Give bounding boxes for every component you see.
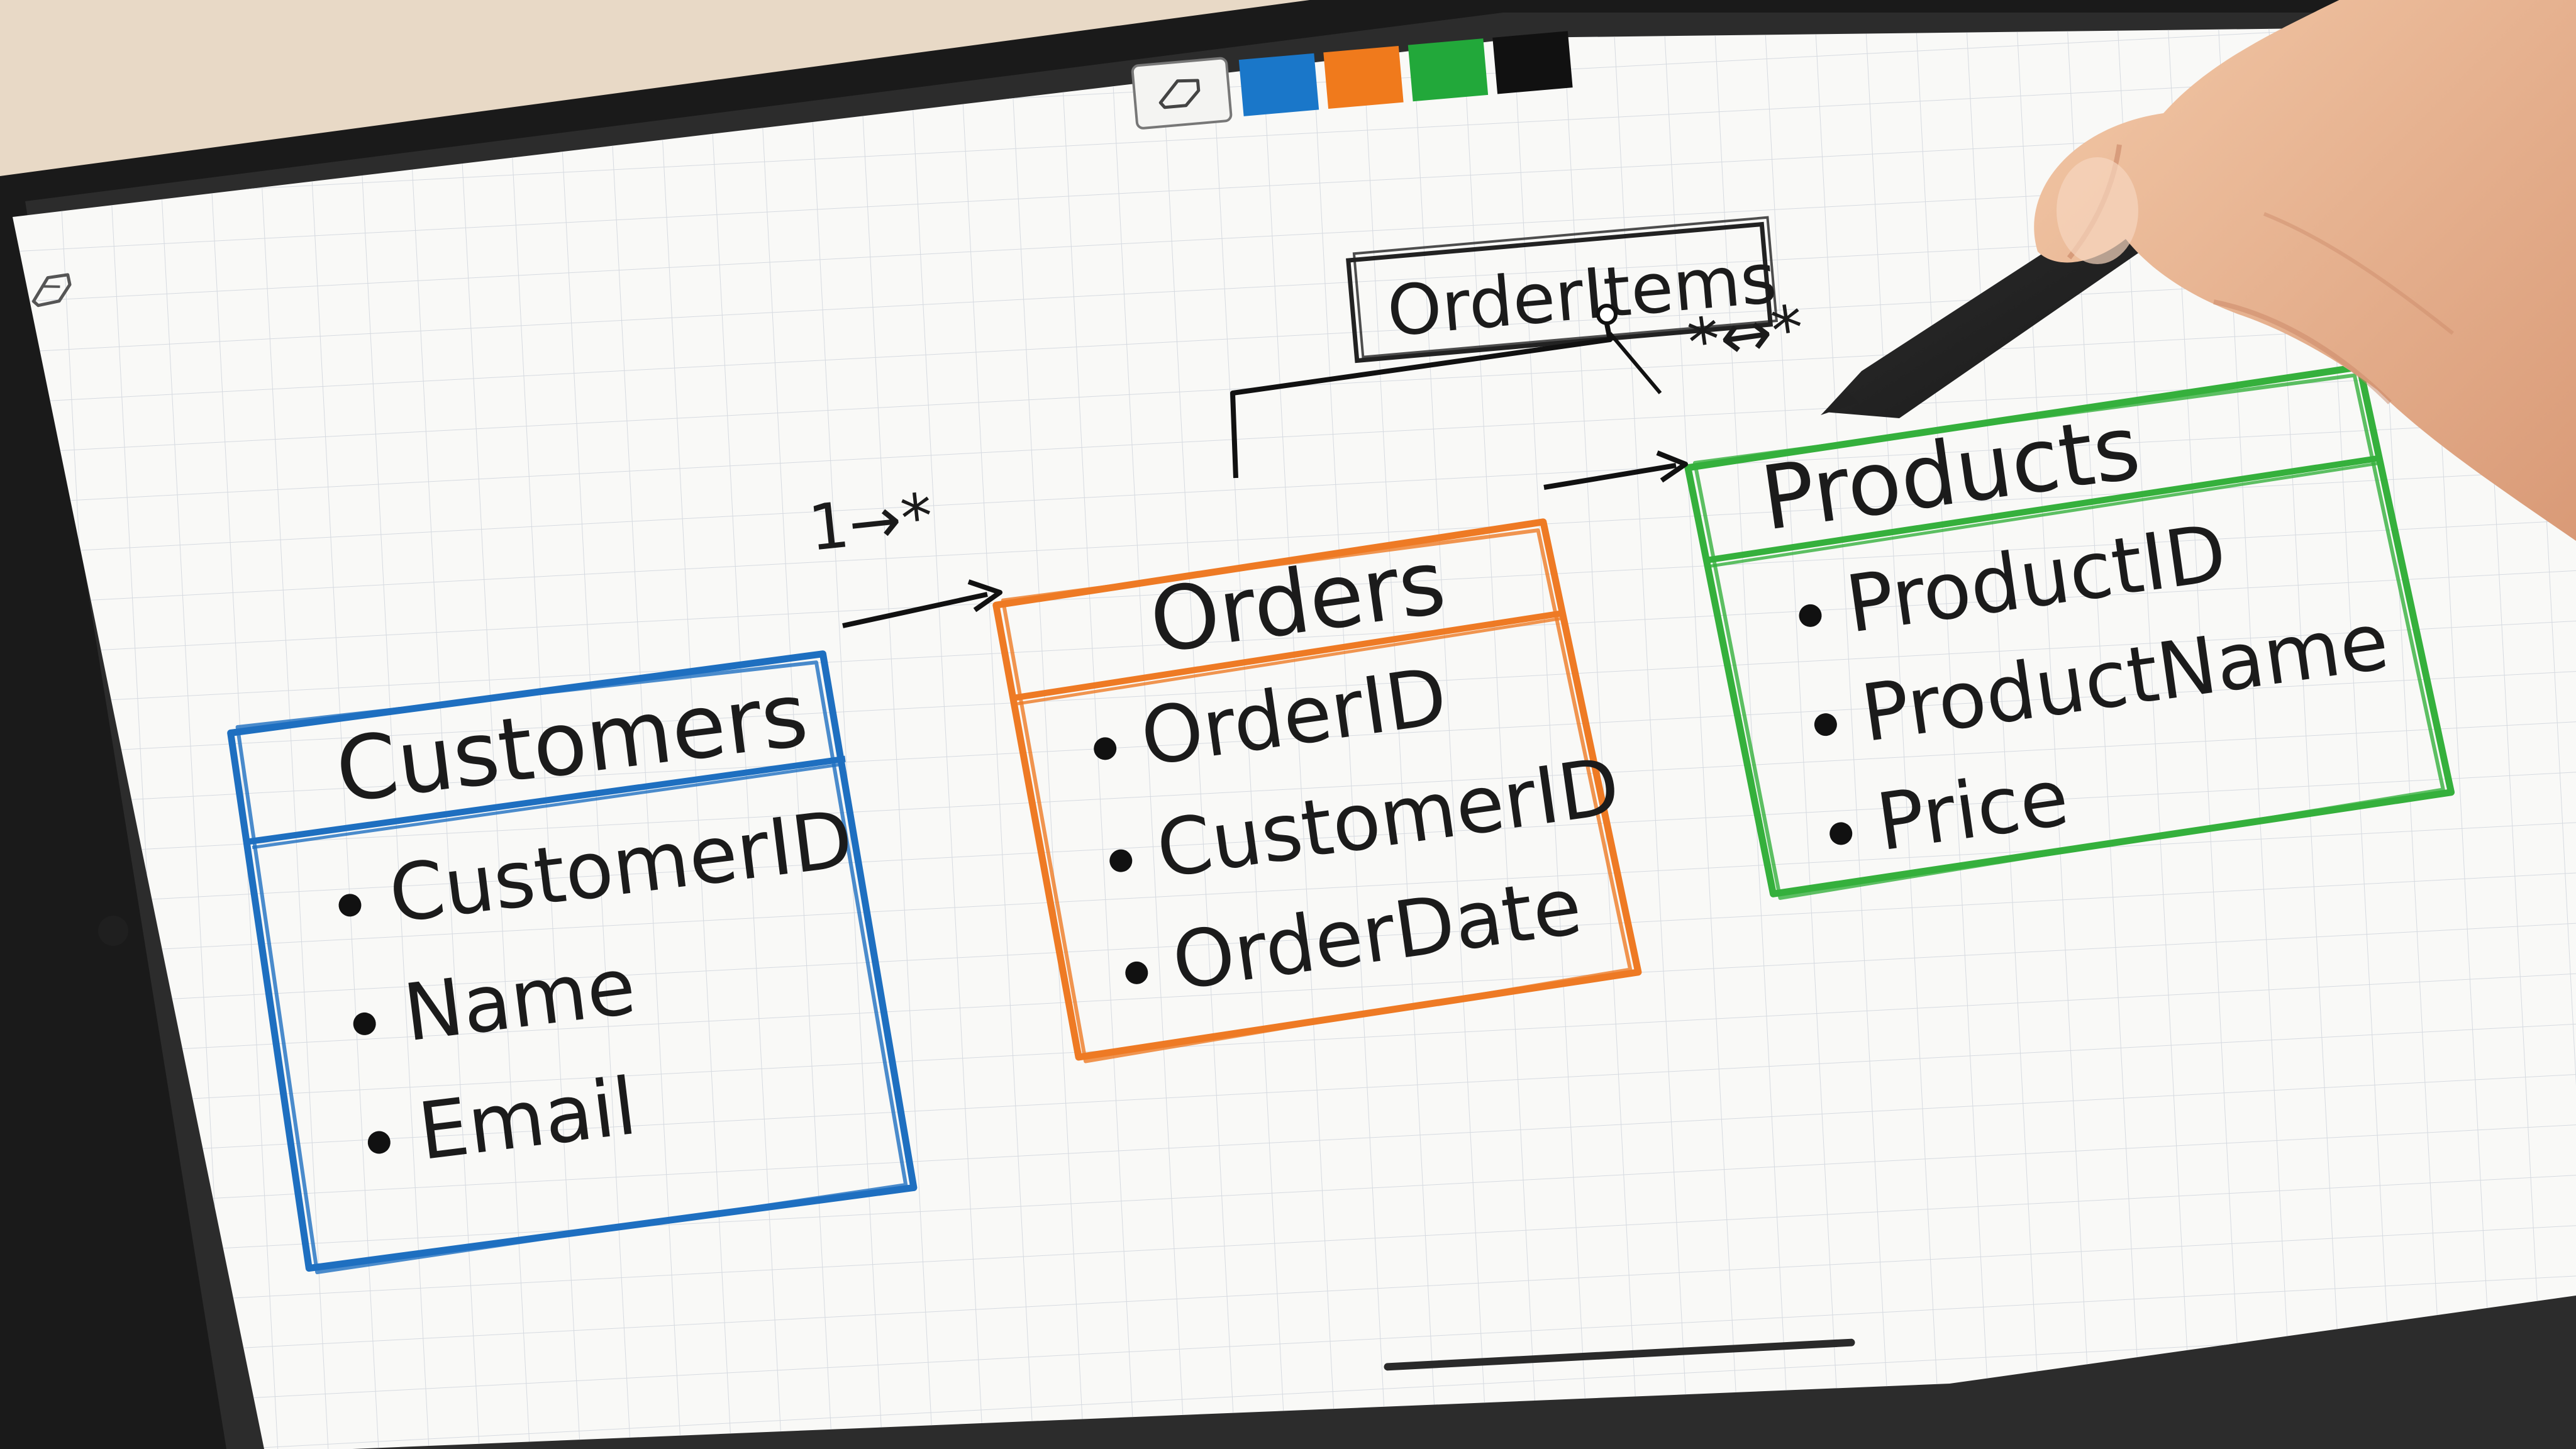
eraser-tool-button[interactable]	[1131, 57, 1233, 130]
relation-label: 1→*	[805, 479, 936, 565]
color-swatch-green[interactable]	[1407, 38, 1489, 102]
relation-label: *↔*	[1684, 291, 1808, 379]
relation-orders-orderitems[interactable]	[1230, 304, 1662, 479]
relation-line	[1608, 332, 1662, 394]
entity-customers-frame	[227, 650, 918, 1275]
arrow-head	[1656, 450, 1688, 483]
side-tool-button[interactable]	[30, 273, 73, 308]
bullet	[1125, 961, 1148, 984]
color-swatch-black[interactable]	[1492, 31, 1573, 94]
hand-with-stylus	[1821, 0, 2576, 541]
junction-point	[1596, 304, 1618, 325]
bullet	[1799, 604, 1822, 627]
relation-orders-products[interactable]: *↔*	[1543, 291, 1808, 490]
bullet	[1109, 849, 1133, 872]
bullet	[338, 894, 362, 917]
bullet	[1814, 713, 1837, 736]
eraser-icon	[31, 273, 72, 308]
color-swatch-blue[interactable]	[1238, 53, 1319, 116]
color-swatch-orange[interactable]	[1323, 45, 1404, 109]
camera-dot	[98, 916, 128, 946]
arrow-head	[967, 579, 1002, 613]
eraser-icon	[1158, 79, 1201, 109]
entity-orderitems-frame	[1346, 216, 1778, 364]
color-toolbar	[1131, 31, 1573, 130]
bullet	[1829, 822, 1853, 845]
home-indicator[interactable]	[1384, 1338, 1855, 1371]
relation-customers-orders[interactable]: 1→*	[805, 479, 1002, 628]
relation-line	[1230, 323, 1613, 479]
relation-line	[842, 592, 988, 628]
bullet	[367, 1131, 391, 1154]
entity-products-frame	[1684, 363, 2455, 900]
bullet	[1094, 737, 1117, 760]
bullet	[353, 1012, 376, 1035]
hand	[2034, 0, 2576, 541]
relation-line	[1543, 463, 1677, 490]
entity-orders-frame	[992, 518, 1642, 1063]
